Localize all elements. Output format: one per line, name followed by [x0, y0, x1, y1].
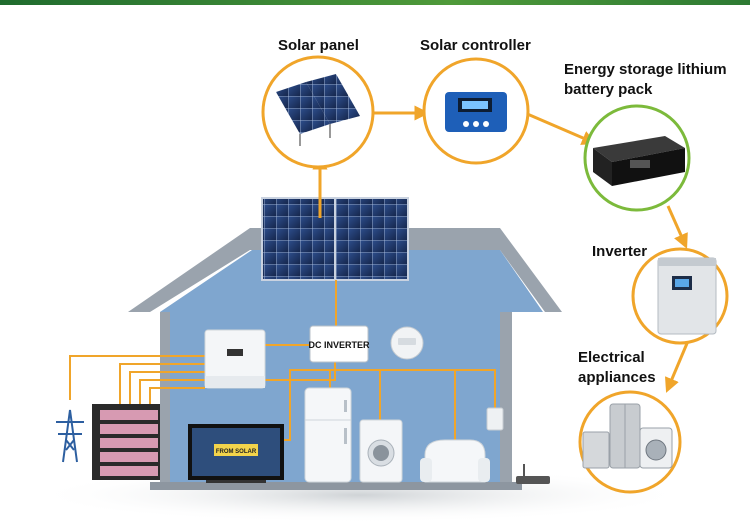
wall-sensor	[486, 407, 504, 431]
house-right-wall	[500, 312, 512, 484]
house-floor	[150, 482, 522, 490]
label-solar-controller: Solar controller	[420, 37, 531, 54]
appliances-node	[578, 390, 682, 494]
router-icon	[516, 464, 550, 484]
battery-pack-node	[583, 104, 691, 212]
solar-controller-node	[422, 57, 530, 165]
smart-meter	[390, 326, 424, 360]
battery-rack	[92, 404, 160, 480]
dc-inverter-label: DC INVERTER	[308, 340, 370, 350]
television: FROM SOLAR	[188, 424, 284, 483]
house-left-wall	[160, 312, 170, 484]
inverter-node	[631, 247, 729, 345]
roof-solar-panel	[261, 197, 409, 281]
house-roof	[128, 228, 562, 312]
wall-inverter	[204, 329, 266, 389]
pylon-icon	[56, 409, 84, 463]
fridge	[304, 387, 352, 483]
armchair	[420, 439, 490, 483]
solar-panel-node	[261, 55, 375, 169]
label-battery-pack: Energy storage lithium battery pack	[564, 61, 727, 98]
tv-caption: FROM SOLAR	[216, 449, 257, 455]
label-appliances: Electrical appliances	[578, 349, 656, 386]
top-brand-bar	[0, 0, 750, 5]
dc-inverter-box: DC INVERTER	[308, 325, 370, 363]
label-solar-panel: Solar panel	[278, 37, 359, 54]
flow-arrows	[312, 105, 690, 393]
wiring	[69, 280, 496, 441]
washing-machine	[359, 419, 403, 483]
label-inverter: Inverter	[592, 243, 648, 260]
